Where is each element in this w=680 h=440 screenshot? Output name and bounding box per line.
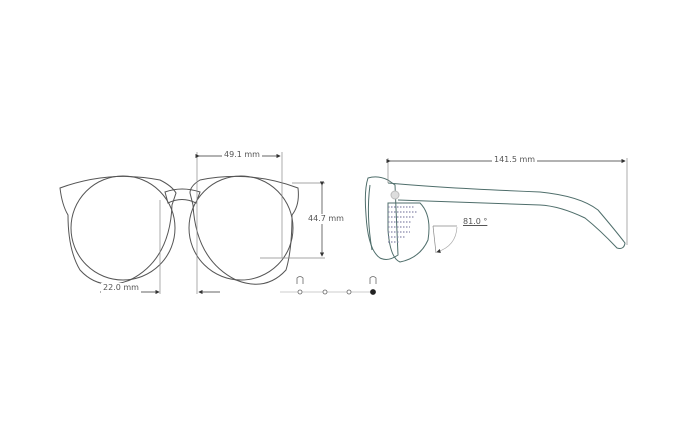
left-frame <box>59 175 177 285</box>
side-shield <box>387 202 430 263</box>
side-view <box>364 176 626 263</box>
bridge <box>164 188 201 204</box>
side-lens <box>367 184 373 251</box>
right-lens <box>188 175 294 281</box>
side-frame-front <box>364 176 399 260</box>
temple-angle-label: 81.0 ° <box>461 217 490 227</box>
front-view <box>59 175 299 285</box>
side-view-icon <box>369 276 377 284</box>
hinge-rivet <box>390 190 400 200</box>
lens-height-label: 44.7 mm <box>306 214 346 224</box>
right-frame <box>189 175 299 285</box>
view-selector[interactable] <box>280 276 377 295</box>
bridge-width-label: 22.0 mm <box>101 283 141 293</box>
view-step-4-active[interactable] <box>370 289 376 295</box>
side-shield-perforations <box>388 206 418 243</box>
view-step-2[interactable] <box>322 289 328 295</box>
left-lens <box>70 175 176 281</box>
temple-length-label: 141.5 mm <box>492 155 538 165</box>
view-step-1[interactable] <box>297 289 303 295</box>
temple-arm <box>387 182 626 249</box>
lens-width-label: 49.1 mm <box>222 150 262 160</box>
front-view-icon <box>296 276 304 284</box>
view-step-3[interactable] <box>346 289 352 295</box>
front-dimensions <box>100 152 325 295</box>
